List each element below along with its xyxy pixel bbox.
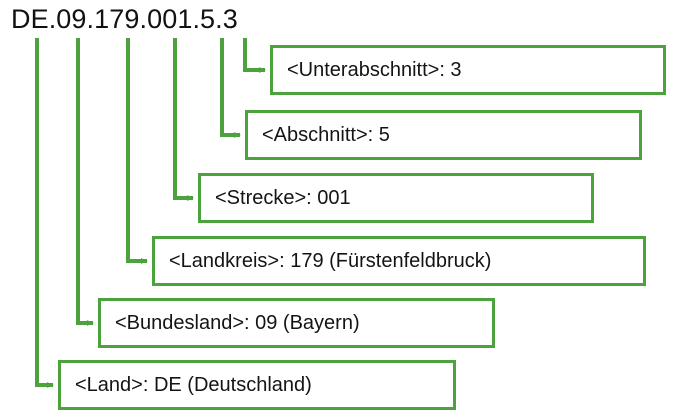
connector-unterabschnitt [243,38,266,73]
node-unterabschnitt: <Unterabschnitt>: 3 [270,45,666,95]
node-label: <Bundesland>: 09 (Bayern) [115,312,360,334]
node-land: <Land>: DE (Deutschland) [58,360,456,410]
node-label: <Strecke>: 001 [215,187,351,209]
code-label: DE.09.179.001.5.3 [11,4,238,34]
node-abschnitt: <Abschnitt>: 5 [245,110,642,160]
node-label: <Abschnitt>: 5 [262,124,390,146]
node-label: <Unterabschnitt>: 3 [287,59,462,81]
node-strecke: <Strecke>: 001 [198,173,594,223]
node-label: <Land>: DE (Deutschland) [75,374,312,396]
node-label: <Landkreis>: 179 (Fürstenfeldbruck) [169,250,492,272]
node-landkreis: <Landkreis>: 179 (Fürstenfeldbruck) [152,236,646,286]
connector-land [35,38,54,388]
connector-strecke [173,38,194,201]
connector-bundesland [76,38,94,326]
connector-landkreis [126,38,148,264]
connector-abschnitt [220,38,241,138]
node-bundesland: <Bundesland>: 09 (Bayern) [98,298,495,348]
